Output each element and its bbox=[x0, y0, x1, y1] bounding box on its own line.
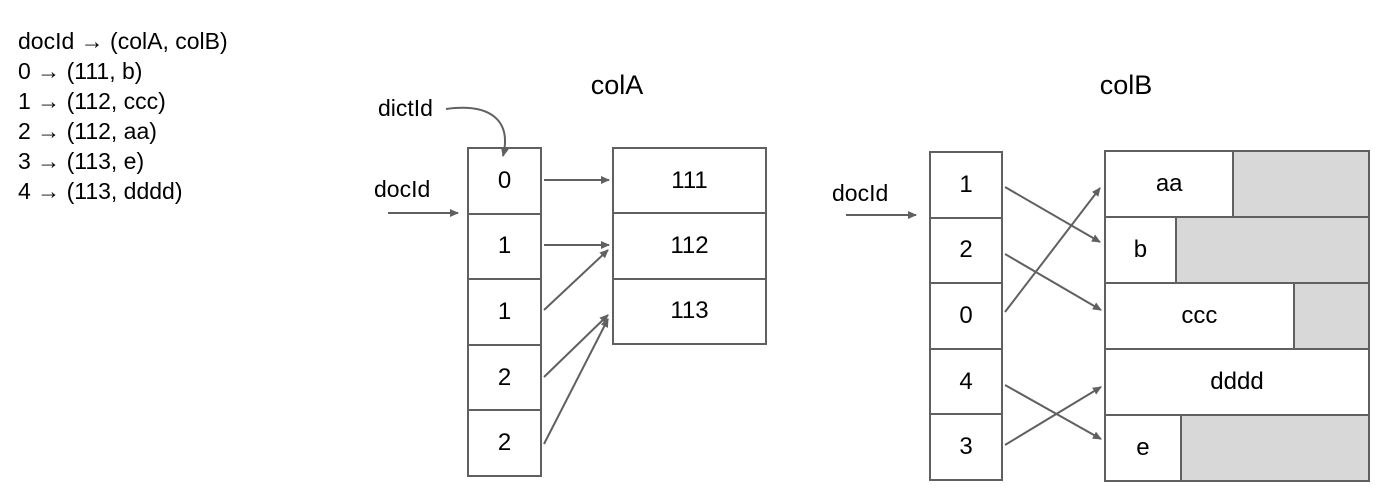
arrow-colA-4-to-113 bbox=[543, 318, 609, 445]
colA-dictid-column: 0 1 1 2 2 bbox=[467, 147, 542, 477]
legend-line: 0 → (111, b) bbox=[18, 58, 143, 84]
dict-row: 111 bbox=[671, 166, 708, 194]
dict-row: 112 bbox=[614, 212, 765, 277]
column-cell: 4 bbox=[931, 347, 1001, 414]
column-cell: 2 bbox=[931, 216, 1001, 283]
arrow-colB-3-to-e bbox=[1004, 384, 1102, 440]
mapping-legend: docId → (colA, colB) 0 → (111, b) 1 → (1… bbox=[18, 26, 228, 206]
column-cell: 0 bbox=[931, 282, 1001, 348]
dict-row: ccc bbox=[1106, 282, 1368, 348]
legend-line: 4 → (113, dddd) bbox=[18, 178, 183, 204]
dict-entry-value: dddd bbox=[1106, 350, 1368, 414]
legend-line: 1 → (112, ccc) bbox=[18, 88, 166, 114]
colB-dictid-column: 1 2 0 4 3 bbox=[929, 151, 1003, 481]
colB-dictionary: aa b ccc dddd e bbox=[1104, 150, 1370, 482]
docid-label-colB: docId bbox=[832, 180, 889, 206]
dict-row: 113 bbox=[614, 277, 765, 343]
column-cell: 2 bbox=[469, 409, 540, 475]
colA-title: colA bbox=[590, 70, 644, 100]
dict-entry-value: b bbox=[1106, 218, 1177, 282]
docid-label-colA: docId bbox=[374, 176, 431, 202]
arrow-colA-2-to-112 bbox=[543, 249, 609, 311]
colA-dictionary: 111 112 113 bbox=[612, 147, 767, 345]
colB-title: colB bbox=[1099, 70, 1153, 100]
arrow-colB-0-to-b bbox=[1004, 186, 1101, 243]
dict-entry-value: aa bbox=[1106, 152, 1235, 216]
arrow-colA-3-to-113 bbox=[543, 314, 609, 378]
dict-row: b bbox=[1106, 216, 1368, 282]
dictid-label: dictId bbox=[378, 95, 433, 121]
legend-line: 2 → (112, aa) bbox=[18, 118, 157, 144]
arrow-colB-4-to-dddd bbox=[1004, 386, 1102, 446]
dict-entry-value: e bbox=[1106, 416, 1182, 480]
column-cell: 0 bbox=[497, 166, 512, 194]
dict-row: dddd bbox=[1106, 348, 1368, 414]
column-cell: 1 bbox=[469, 278, 540, 344]
column-cell: 1 bbox=[959, 170, 973, 198]
arrow-colB-1-to-ccc bbox=[1004, 253, 1102, 311]
legend-line: 3 → (113, e) bbox=[18, 148, 145, 174]
column-cell: 2 bbox=[469, 343, 540, 410]
dict-row: e bbox=[1106, 414, 1368, 480]
arrow-colB-2-to-aa bbox=[1004, 187, 1101, 313]
column-cell: 3 bbox=[931, 413, 1001, 479]
legend-line: docId → (colA, colB) bbox=[18, 28, 228, 54]
dict-row: aa bbox=[1106, 152, 1368, 216]
column-cell: 1 bbox=[469, 212, 540, 279]
dict-entry-value: ccc bbox=[1106, 284, 1295, 348]
